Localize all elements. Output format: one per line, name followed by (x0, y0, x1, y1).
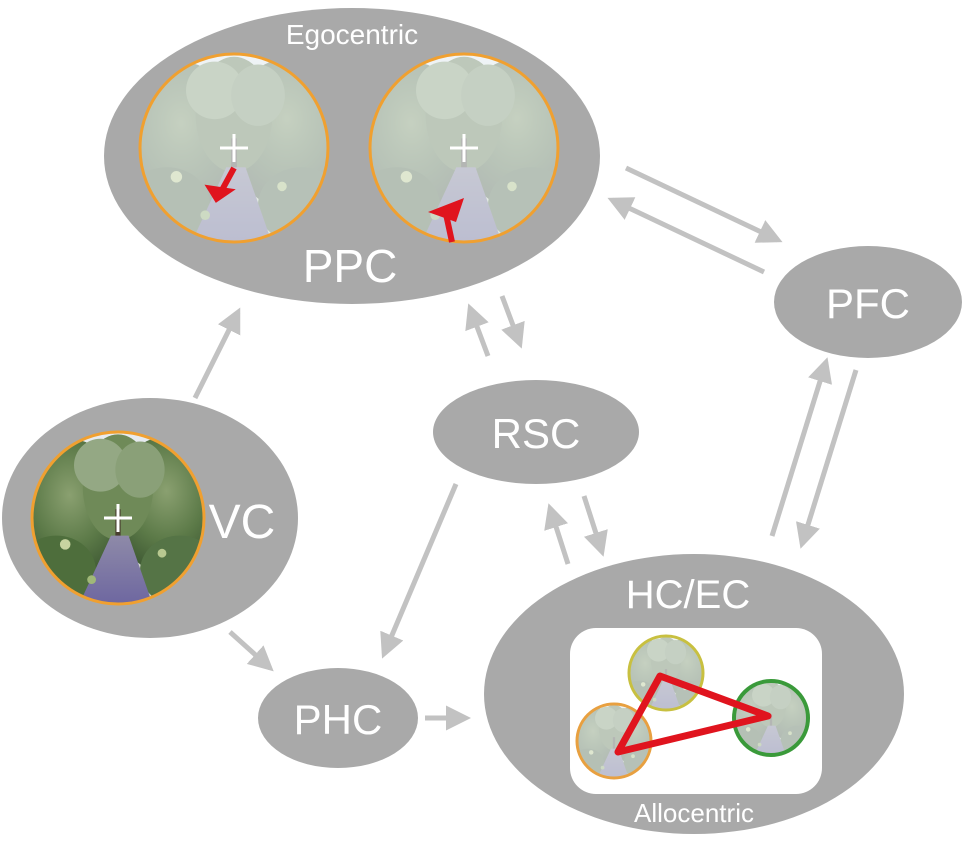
pfc-label: PFC (826, 280, 910, 327)
arrow-rsc-to-hcec (581, 495, 608, 557)
allocentric-map (570, 628, 822, 794)
route-triangle (614, 672, 772, 756)
ppc-label: PPC (303, 240, 398, 292)
map-view-yellow (627, 634, 705, 712)
phc-label: PHC (294, 696, 383, 743)
arrow-rsc-to-phc (380, 483, 459, 659)
arrow-vc-to-phc (228, 630, 274, 672)
crosshair-icon (104, 504, 132, 532)
arrow-pfc-to-hcec (795, 369, 859, 549)
crosshair-icon (220, 134, 248, 162)
rsc-label: RSC (492, 410, 581, 457)
node-phc: PHC (258, 668, 418, 768)
egocentric-view-left (138, 52, 330, 244)
hcec-label: HC/EC (626, 573, 750, 617)
ppc-sublabel: Egocentric (286, 19, 418, 50)
visual-input-view (30, 430, 206, 606)
node-rsc: RSC (433, 380, 639, 484)
arrow-vc-to-ppc (192, 307, 241, 400)
egocentric-view-right (368, 52, 560, 244)
arrow-hcec-to-rsc (544, 503, 571, 565)
red-arrow-icon (428, 198, 464, 243)
arrow-rsc-to-ppc (465, 303, 491, 357)
node-vc: VC (2, 398, 298, 638)
node-ppc: Egocentric PPC (104, 8, 600, 304)
crosshair-icon (450, 134, 478, 162)
arrow-hcec-to-pfc (769, 357, 833, 537)
arrow-ppc-to-rsc (499, 295, 525, 349)
map-view-green (732, 679, 810, 757)
arrow-pfc-to-ppc (607, 197, 766, 275)
vc-label: VC (209, 496, 276, 549)
red-arrow-icon (204, 166, 237, 203)
connection-arrows (192, 165, 859, 731)
hcec-sublabel: Allocentric (634, 798, 754, 828)
arrow-ppc-to-pfc (624, 165, 783, 243)
node-pfc: PFC (774, 246, 962, 358)
node-hcec: HC/EC Allocentric (484, 554, 904, 834)
